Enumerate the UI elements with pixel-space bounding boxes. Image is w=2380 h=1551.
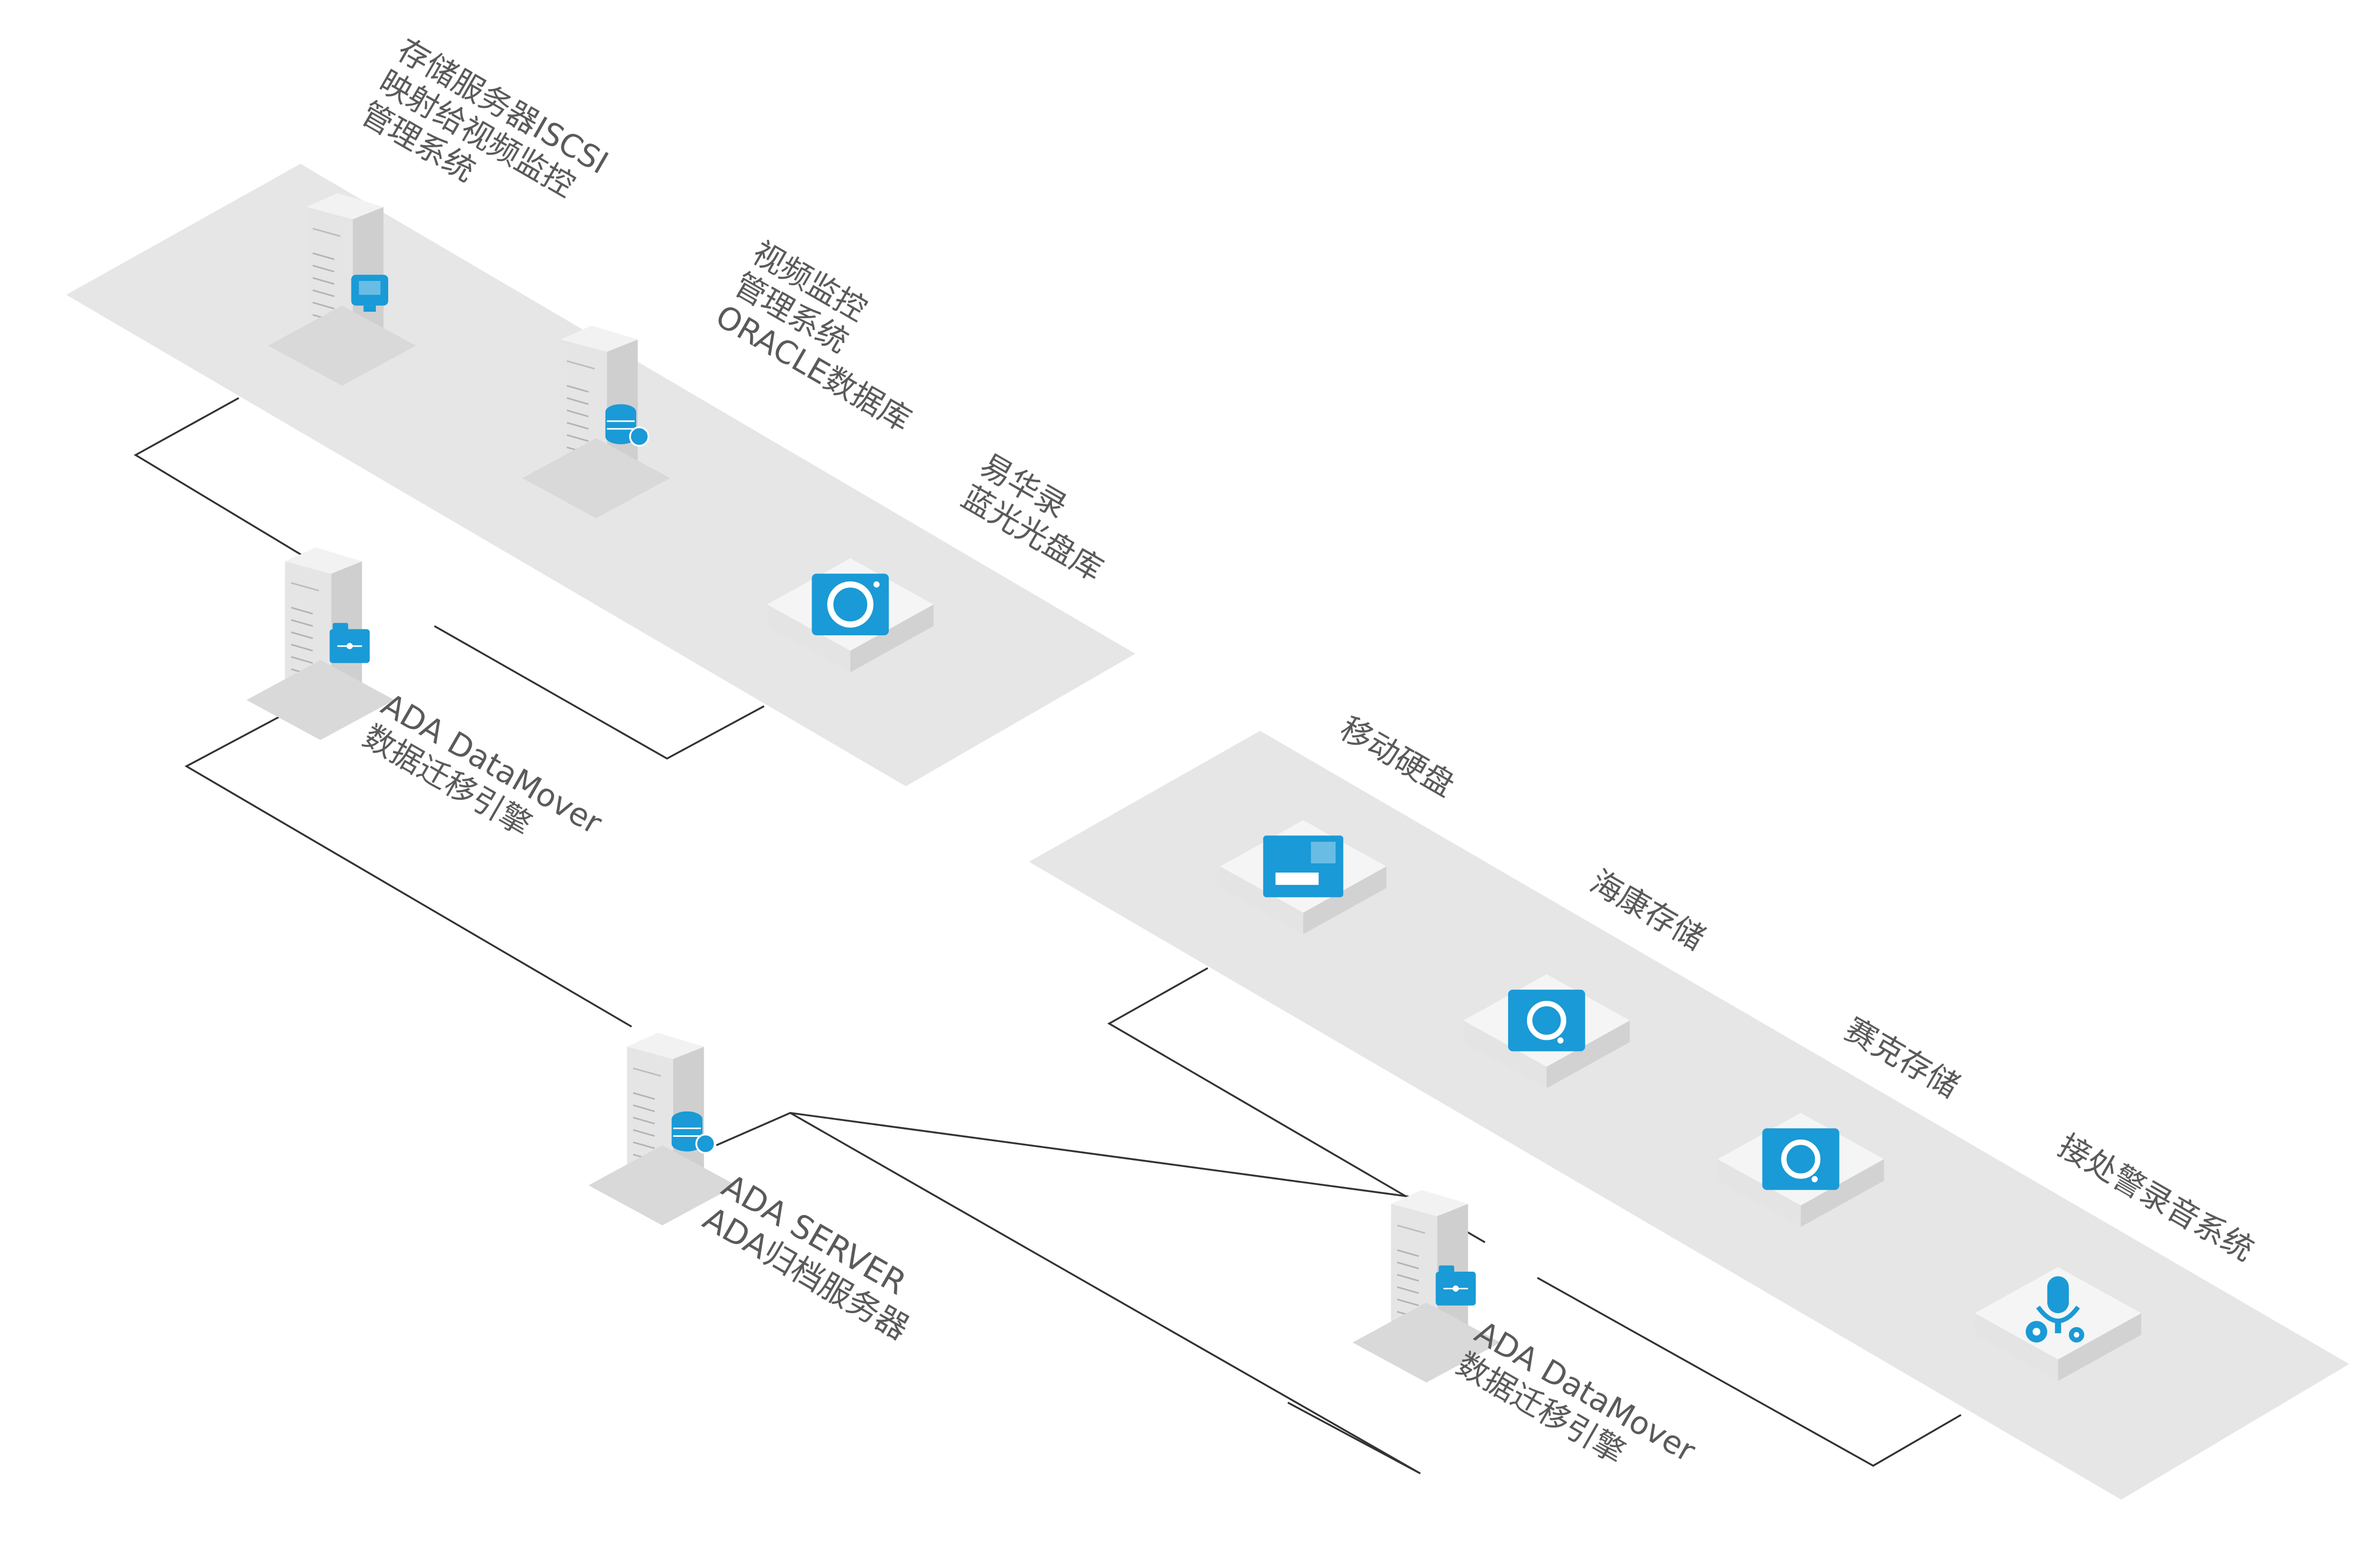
link-right-platform-to-datamover-2 (1107, 967, 1485, 1244)
folder-icon (329, 623, 370, 663)
link-datamover-1-to-ada-server (184, 715, 632, 1028)
link-ada-server-to-datamover-2 (716, 1111, 1421, 1474)
storage-icon (1508, 990, 1585, 1052)
server-ada-pedestal (588, 1145, 737, 1226)
microphone-gear-icon (2025, 1276, 2085, 1343)
connection-lines (133, 397, 1962, 1474)
link-upper-to-datamover-1 (133, 397, 302, 556)
monitor-icon (351, 274, 388, 312)
platform-right (1029, 731, 2349, 1500)
box-recording-system (1975, 1267, 2142, 1381)
link-datamover-2-to-right-platform (1537, 1277, 1962, 1467)
server-datamover-2 (1391, 1190, 1476, 1349)
storage-icon (1762, 1128, 1840, 1190)
box-hikvision-storage (1463, 974, 1630, 1088)
database-icon (605, 404, 650, 447)
link-ada-server-to-datamover-2-b (790, 1111, 1418, 1199)
server-datamover-1-pedestal (246, 660, 395, 740)
drive-icon (1263, 835, 1344, 897)
database-icon (671, 1111, 716, 1154)
folder-icon (1435, 1265, 1476, 1306)
box-mobile-disk (1220, 820, 1387, 935)
disc-icon (811, 573, 889, 636)
box-bluray-library (767, 558, 934, 672)
link-datamover-1-to-bluray (434, 625, 765, 760)
box-saike-storage (1717, 1113, 1884, 1227)
